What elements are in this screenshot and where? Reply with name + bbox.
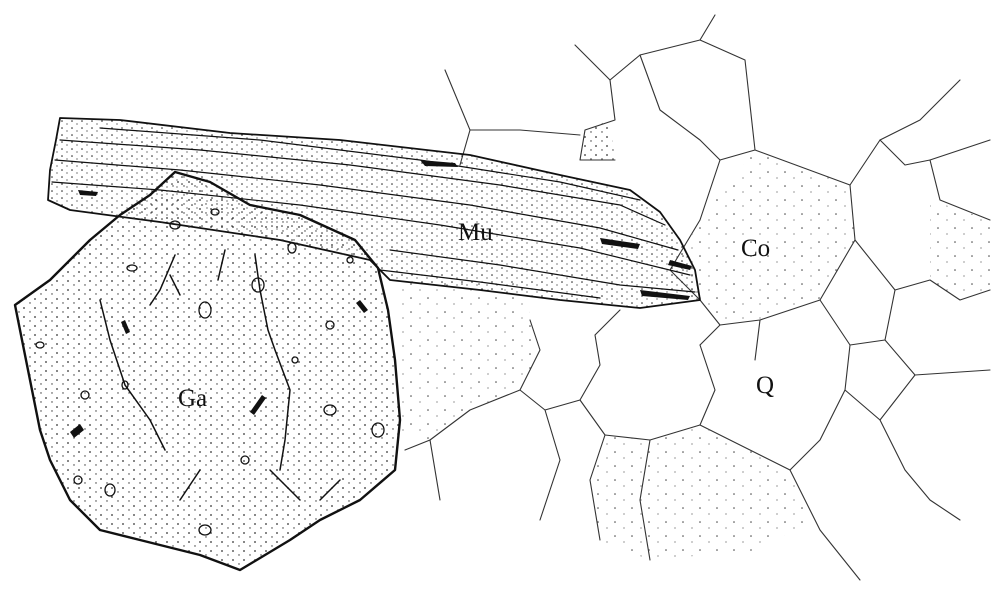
garnet-label: Ga bbox=[178, 385, 207, 412]
cordierite-label: Co bbox=[741, 235, 770, 262]
muscovite-label: Mu bbox=[458, 219, 493, 246]
quartz-label: Q bbox=[756, 372, 774, 399]
